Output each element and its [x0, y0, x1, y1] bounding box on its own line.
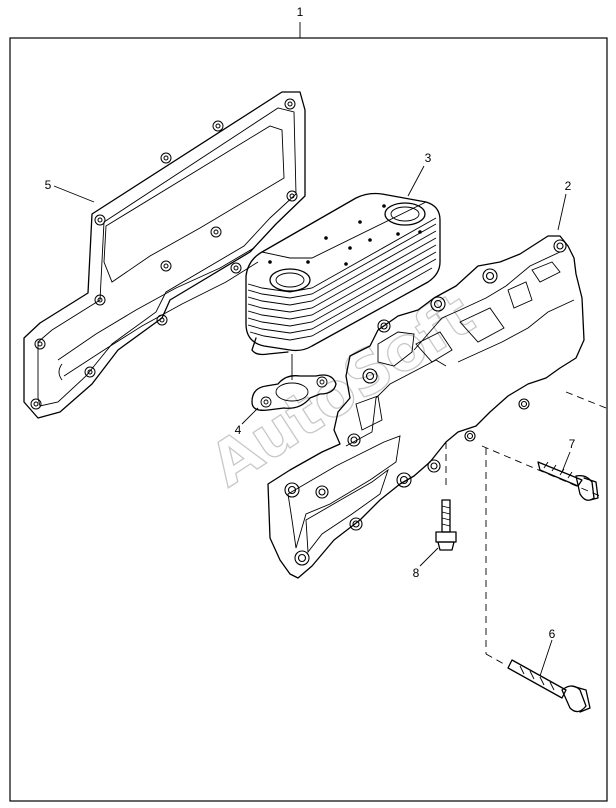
bolt-part-7 [537, 461, 599, 501]
callout-7: 7 [561, 437, 576, 473]
callout-4: 4 [235, 407, 259, 437]
callout-8: 8 [413, 547, 439, 580]
callout-5: 5 [45, 178, 95, 203]
svg-text:6: 6 [549, 627, 556, 641]
svg-text:5: 5 [45, 178, 52, 192]
gasket-part-5 [23, 91, 306, 419]
callout-3: 3 [407, 151, 432, 197]
bolt-part-8 [435, 499, 457, 551]
callout-2: 2 [557, 179, 572, 231]
bolt-part-6 [507, 659, 591, 713]
svg-text:8: 8 [413, 566, 420, 580]
alignment-lines [445, 391, 607, 665]
callout-6: 6 [539, 627, 556, 677]
callout-1: 1 [297, 5, 304, 38]
watermark: AutoSoft [198, 279, 486, 500]
housing-part-2 [267, 235, 585, 579]
oil-cooler-part-3 [245, 192, 441, 356]
diagram-frame [9, 37, 608, 802]
small-gasket-part-4 [251, 354, 337, 411]
svg-text:4: 4 [235, 423, 242, 437]
svg-text:3: 3 [425, 151, 432, 165]
svg-text:7: 7 [569, 437, 576, 451]
svg-text:2: 2 [565, 179, 572, 193]
svg-text:1: 1 [297, 5, 304, 19]
